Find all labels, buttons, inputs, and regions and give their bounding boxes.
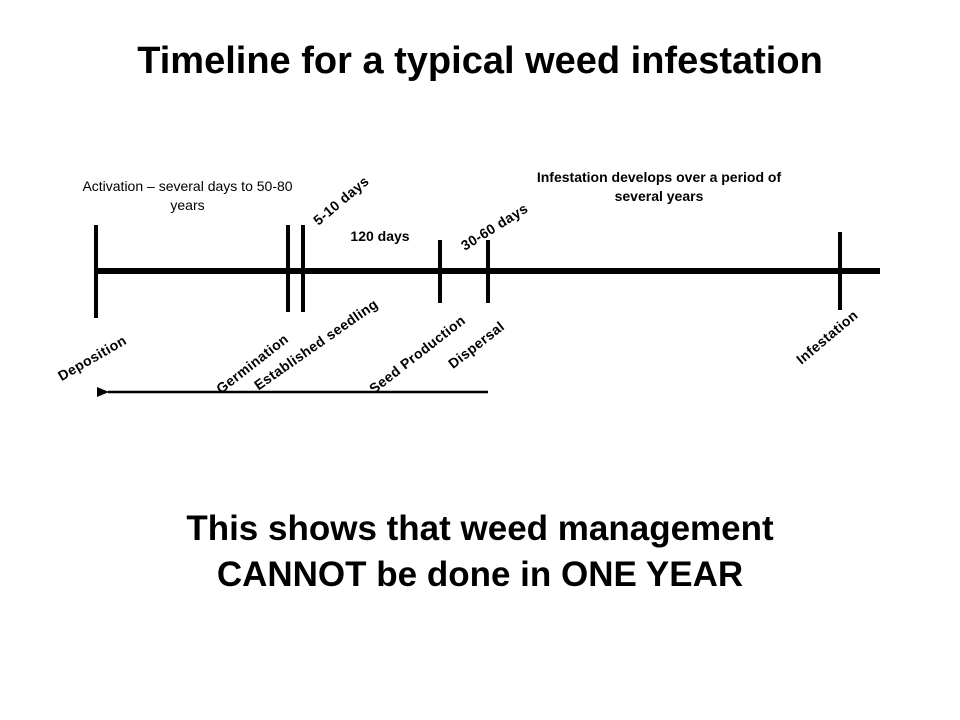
conclusion-line-2: CANNOT be done in ONE YEAR — [216, 555, 744, 594]
conclusion-line-1: This shows that weed management — [186, 509, 774, 548]
conclusion-text: This shows that weed management CANNOT b… — [0, 506, 960, 598]
activation-note: Activation – several days to 50-80 years — [82, 178, 293, 213]
infestation-period-note: Infestation develops over a period of se… — [536, 169, 782, 204]
page-title: Timeline for a typical weed infestation — [137, 40, 823, 82]
seed-production-interval-label: 120 days — [350, 228, 410, 244]
